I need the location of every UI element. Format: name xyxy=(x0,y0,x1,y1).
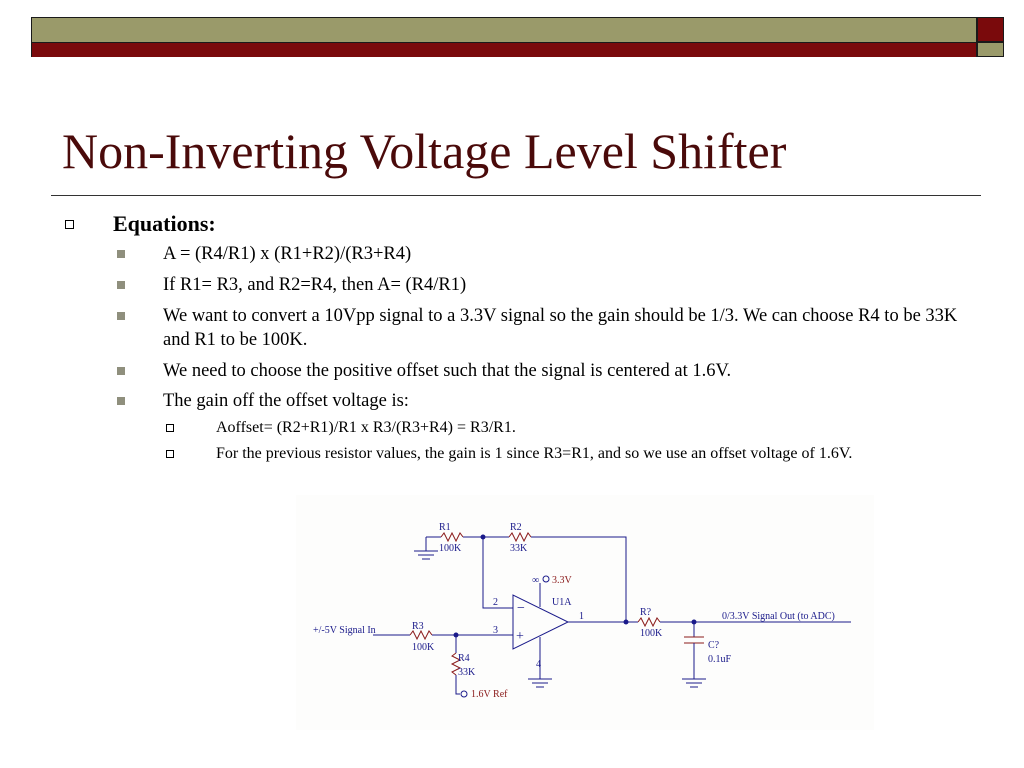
corner-square-top xyxy=(977,17,1004,42)
bullet-text: A = (R4/R1) x (R1+R2)/(R3+R4) xyxy=(163,244,412,264)
square-bullet-icon xyxy=(117,312,125,320)
sub-bullet-text: For the previous resistor values, the ga… xyxy=(216,445,853,462)
pin-1-label: 1 xyxy=(579,611,584,622)
schematic-drawing: R1 100K R2 33K ∞ 3.3V U1A 2 3 1 4 − + +/… xyxy=(313,522,851,700)
junction-dot xyxy=(480,534,486,540)
r1-label: R1 xyxy=(439,522,451,533)
hollow-square-bullet-icon xyxy=(65,220,74,229)
header-band-maroon xyxy=(32,43,976,57)
minus-sign: − xyxy=(517,601,525,616)
sub-bullet-text: Aoffset= (R2+R1)/R1 x R3/(R3+R4) = R3/R1… xyxy=(216,419,516,436)
supply-symbol: ∞ xyxy=(532,575,539,586)
title-underline xyxy=(51,195,981,196)
r4-value: 33K xyxy=(458,667,476,678)
header-band-olive xyxy=(32,18,976,43)
equations-heading: Equations: xyxy=(113,211,216,236)
square-bullet-icon xyxy=(117,250,125,258)
cap-label: C? xyxy=(708,640,720,651)
corner-square-bottom xyxy=(977,42,1004,57)
cap-value: 0.1uF xyxy=(708,654,732,665)
junction-dot xyxy=(691,619,697,625)
input-label: +/-5V Signal In xyxy=(313,625,376,636)
header-band xyxy=(31,17,977,57)
supply-label: 3.3V xyxy=(552,575,573,586)
r3-value: 100K xyxy=(412,642,435,653)
r1-value: 100K xyxy=(439,543,462,554)
ref-label: 1.6V Ref xyxy=(471,689,508,700)
plus-sign: + xyxy=(516,629,524,644)
circuit-schematic: R1 100K R2 33K ∞ 3.3V U1A 2 3 1 4 − + +/… xyxy=(296,495,874,730)
bullet-text: We need to choose the positive offset su… xyxy=(163,361,732,381)
pin-3-label: 3 xyxy=(493,625,498,636)
junction-dot xyxy=(453,632,459,638)
pin-2-label: 2 xyxy=(493,597,498,608)
pin-4-label: 4 xyxy=(536,659,541,670)
r4-label: R4 xyxy=(458,653,470,664)
opamp-label: U1A xyxy=(552,597,572,608)
small-hollow-square-bullet-icon xyxy=(166,450,174,458)
rout-value: 100K xyxy=(640,628,663,639)
small-hollow-square-bullet-icon xyxy=(166,424,174,432)
square-bullet-icon xyxy=(117,281,125,289)
r2-value: 33K xyxy=(510,543,528,554)
bullet-text: The gain off the offset voltage is: xyxy=(163,391,409,411)
bullet-text: We want to convert a 10Vpp signal to a 3… xyxy=(163,306,958,350)
output-label: 0/3.3V Signal Out (to ADC) xyxy=(722,611,835,622)
rout-label: R? xyxy=(640,607,652,618)
r3-label: R3 xyxy=(412,621,424,632)
slide-title: Non-Inverting Voltage Level Shifter xyxy=(62,123,787,179)
square-bullet-icon xyxy=(117,397,125,405)
square-bullet-icon xyxy=(117,367,125,375)
bullet-text: If R1= R3, and R2=R4, then A= (R4/R1) xyxy=(163,275,467,295)
junction-dot xyxy=(623,619,629,625)
r2-label: R2 xyxy=(510,522,522,533)
